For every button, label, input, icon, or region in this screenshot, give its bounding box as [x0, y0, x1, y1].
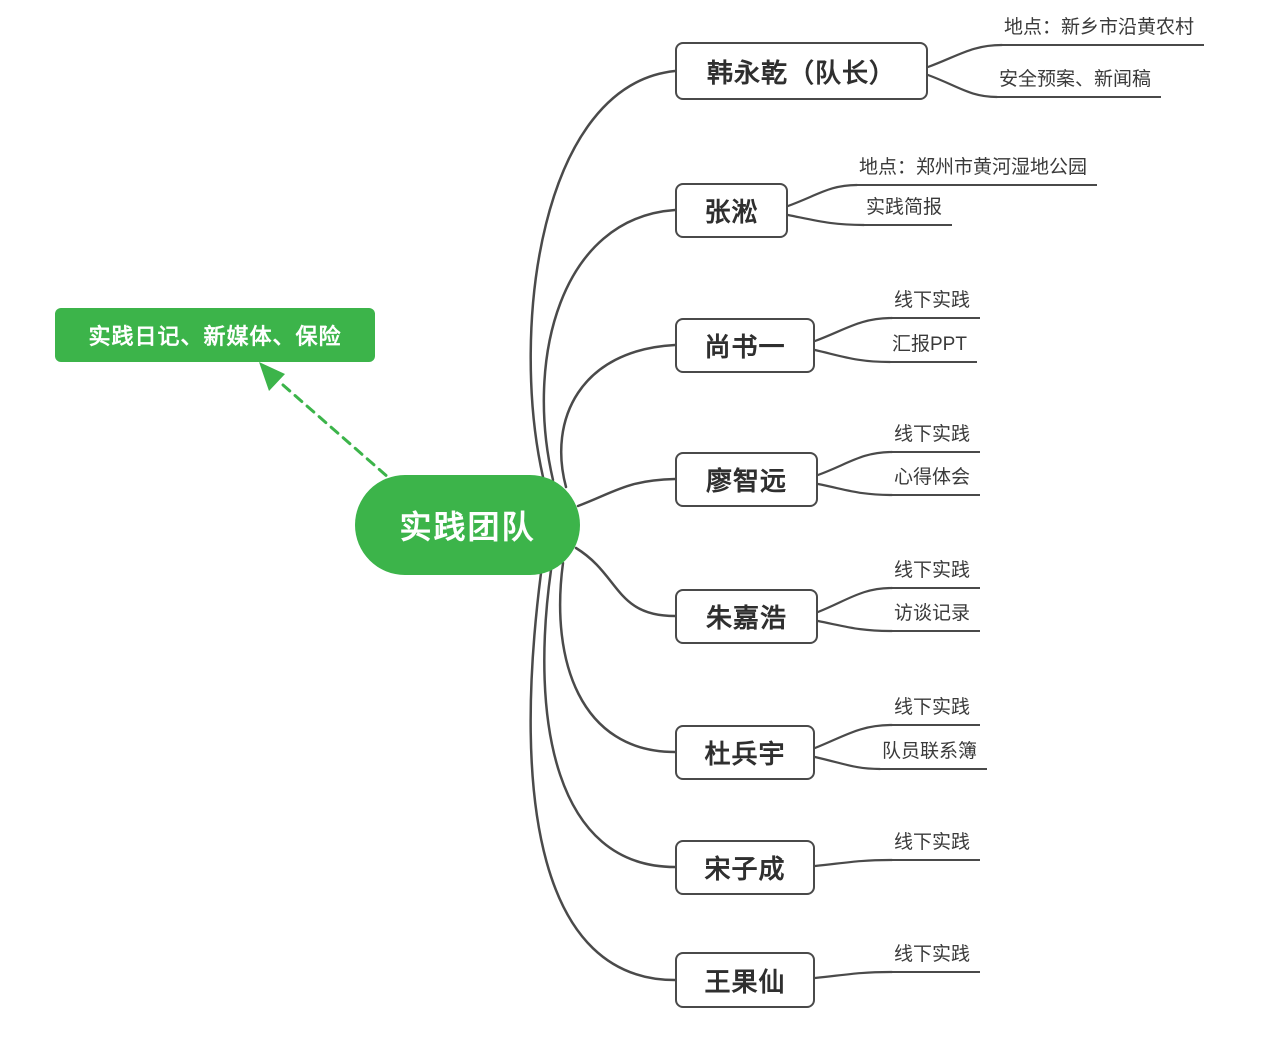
member-node-4[interactable]: 廖智远 [675, 452, 818, 507]
fork-member-8-branch-1 [813, 970, 894, 980]
member-node-label: 韩永乾（队长） [706, 57, 896, 88]
connector-root-member-8 [529, 571, 677, 982]
branch-label[interactable]: 线下实践 [890, 557, 981, 589]
connector-root-member-5 [574, 546, 677, 618]
branch-label[interactable]: 线下实践 [890, 287, 981, 319]
member-node-label: 朱嘉浩 [705, 603, 787, 633]
fork-member-3-branch-2 [813, 348, 892, 364]
branch-label[interactable]: 地点：新乡市沿黄农村 [1000, 14, 1205, 46]
branch-label[interactable]: 地点：郑州市黄河湿地公园 [855, 154, 1098, 186]
member-node-5[interactable]: 朱嘉浩 [675, 589, 818, 644]
branch-label[interactable]: 实践简报 [862, 194, 953, 226]
branch-label[interactable]: 心得体会 [890, 464, 981, 496]
branch-label[interactable]: 线下实践 [890, 941, 981, 973]
branch-label[interactable]: 线下实践 [890, 829, 981, 861]
member-node-7[interactable]: 宋子成 [675, 840, 815, 895]
member-node-6[interactable]: 杜兵宇 [675, 725, 815, 780]
callout-arrowhead [259, 362, 285, 391]
branch-label[interactable]: 队员联系簿 [878, 738, 988, 770]
member-node-2[interactable]: 张淞 [675, 183, 788, 238]
callout-dashed-link [281, 383, 399, 487]
branch-label[interactable]: 汇报PPT [888, 331, 977, 363]
branch-label[interactable]: 线下实践 [890, 421, 981, 453]
fork-member-1-branch-2 [926, 73, 999, 99]
fork-member-6-branch-1 [813, 723, 894, 750]
fork-member-5-branch-2 [816, 619, 894, 633]
fork-member-1-branch-1 [926, 43, 1004, 69]
connector-root-member-3 [559, 343, 677, 489]
branch-label[interactable]: 访谈记录 [890, 600, 981, 632]
connector-root-member-7 [543, 568, 677, 869]
connector-root-member-2 [542, 208, 677, 482]
member-node-label: 宋子成 [704, 854, 786, 884]
root-node-label: 实践团队 [399, 509, 536, 545]
connector-root-member-1 [529, 69, 677, 479]
fork-member-5-branch-1 [816, 586, 894, 614]
fork-member-3-branch-1 [813, 316, 894, 343]
callout-box[interactable]: 实践日记、新媒体、保险 [55, 308, 375, 362]
member-node-3[interactable]: 尚书一 [675, 318, 815, 373]
callout-label: 实践日记、新媒体、保险 [88, 324, 342, 349]
fork-member-7-branch-1 [813, 858, 894, 868]
fork-member-4-branch-1 [816, 450, 894, 477]
fork-member-4-branch-2 [816, 482, 894, 497]
member-node-label: 廖智远 [705, 466, 787, 496]
connector-root-member-6 [558, 561, 677, 754]
member-node-1[interactable]: 韩永乾（队长） [675, 42, 928, 100]
fork-member-2-branch-1 [786, 183, 859, 208]
connector-root-member-4 [576, 477, 677, 508]
fork-member-6-branch-2 [813, 755, 882, 771]
member-node-label: 王果仙 [704, 966, 786, 997]
root-node[interactable]: 实践团队 [355, 475, 580, 575]
fork-member-2-branch-2 [786, 213, 866, 227]
member-node-8[interactable]: 王果仙 [675, 952, 815, 1008]
member-node-label: 杜兵宇 [704, 739, 786, 769]
member-node-label: 尚书一 [704, 332, 786, 362]
branch-label[interactable]: 安全预案、新闻稿 [995, 66, 1162, 98]
branch-label[interactable]: 线下实践 [890, 694, 981, 726]
member-node-label: 张淞 [704, 197, 759, 227]
